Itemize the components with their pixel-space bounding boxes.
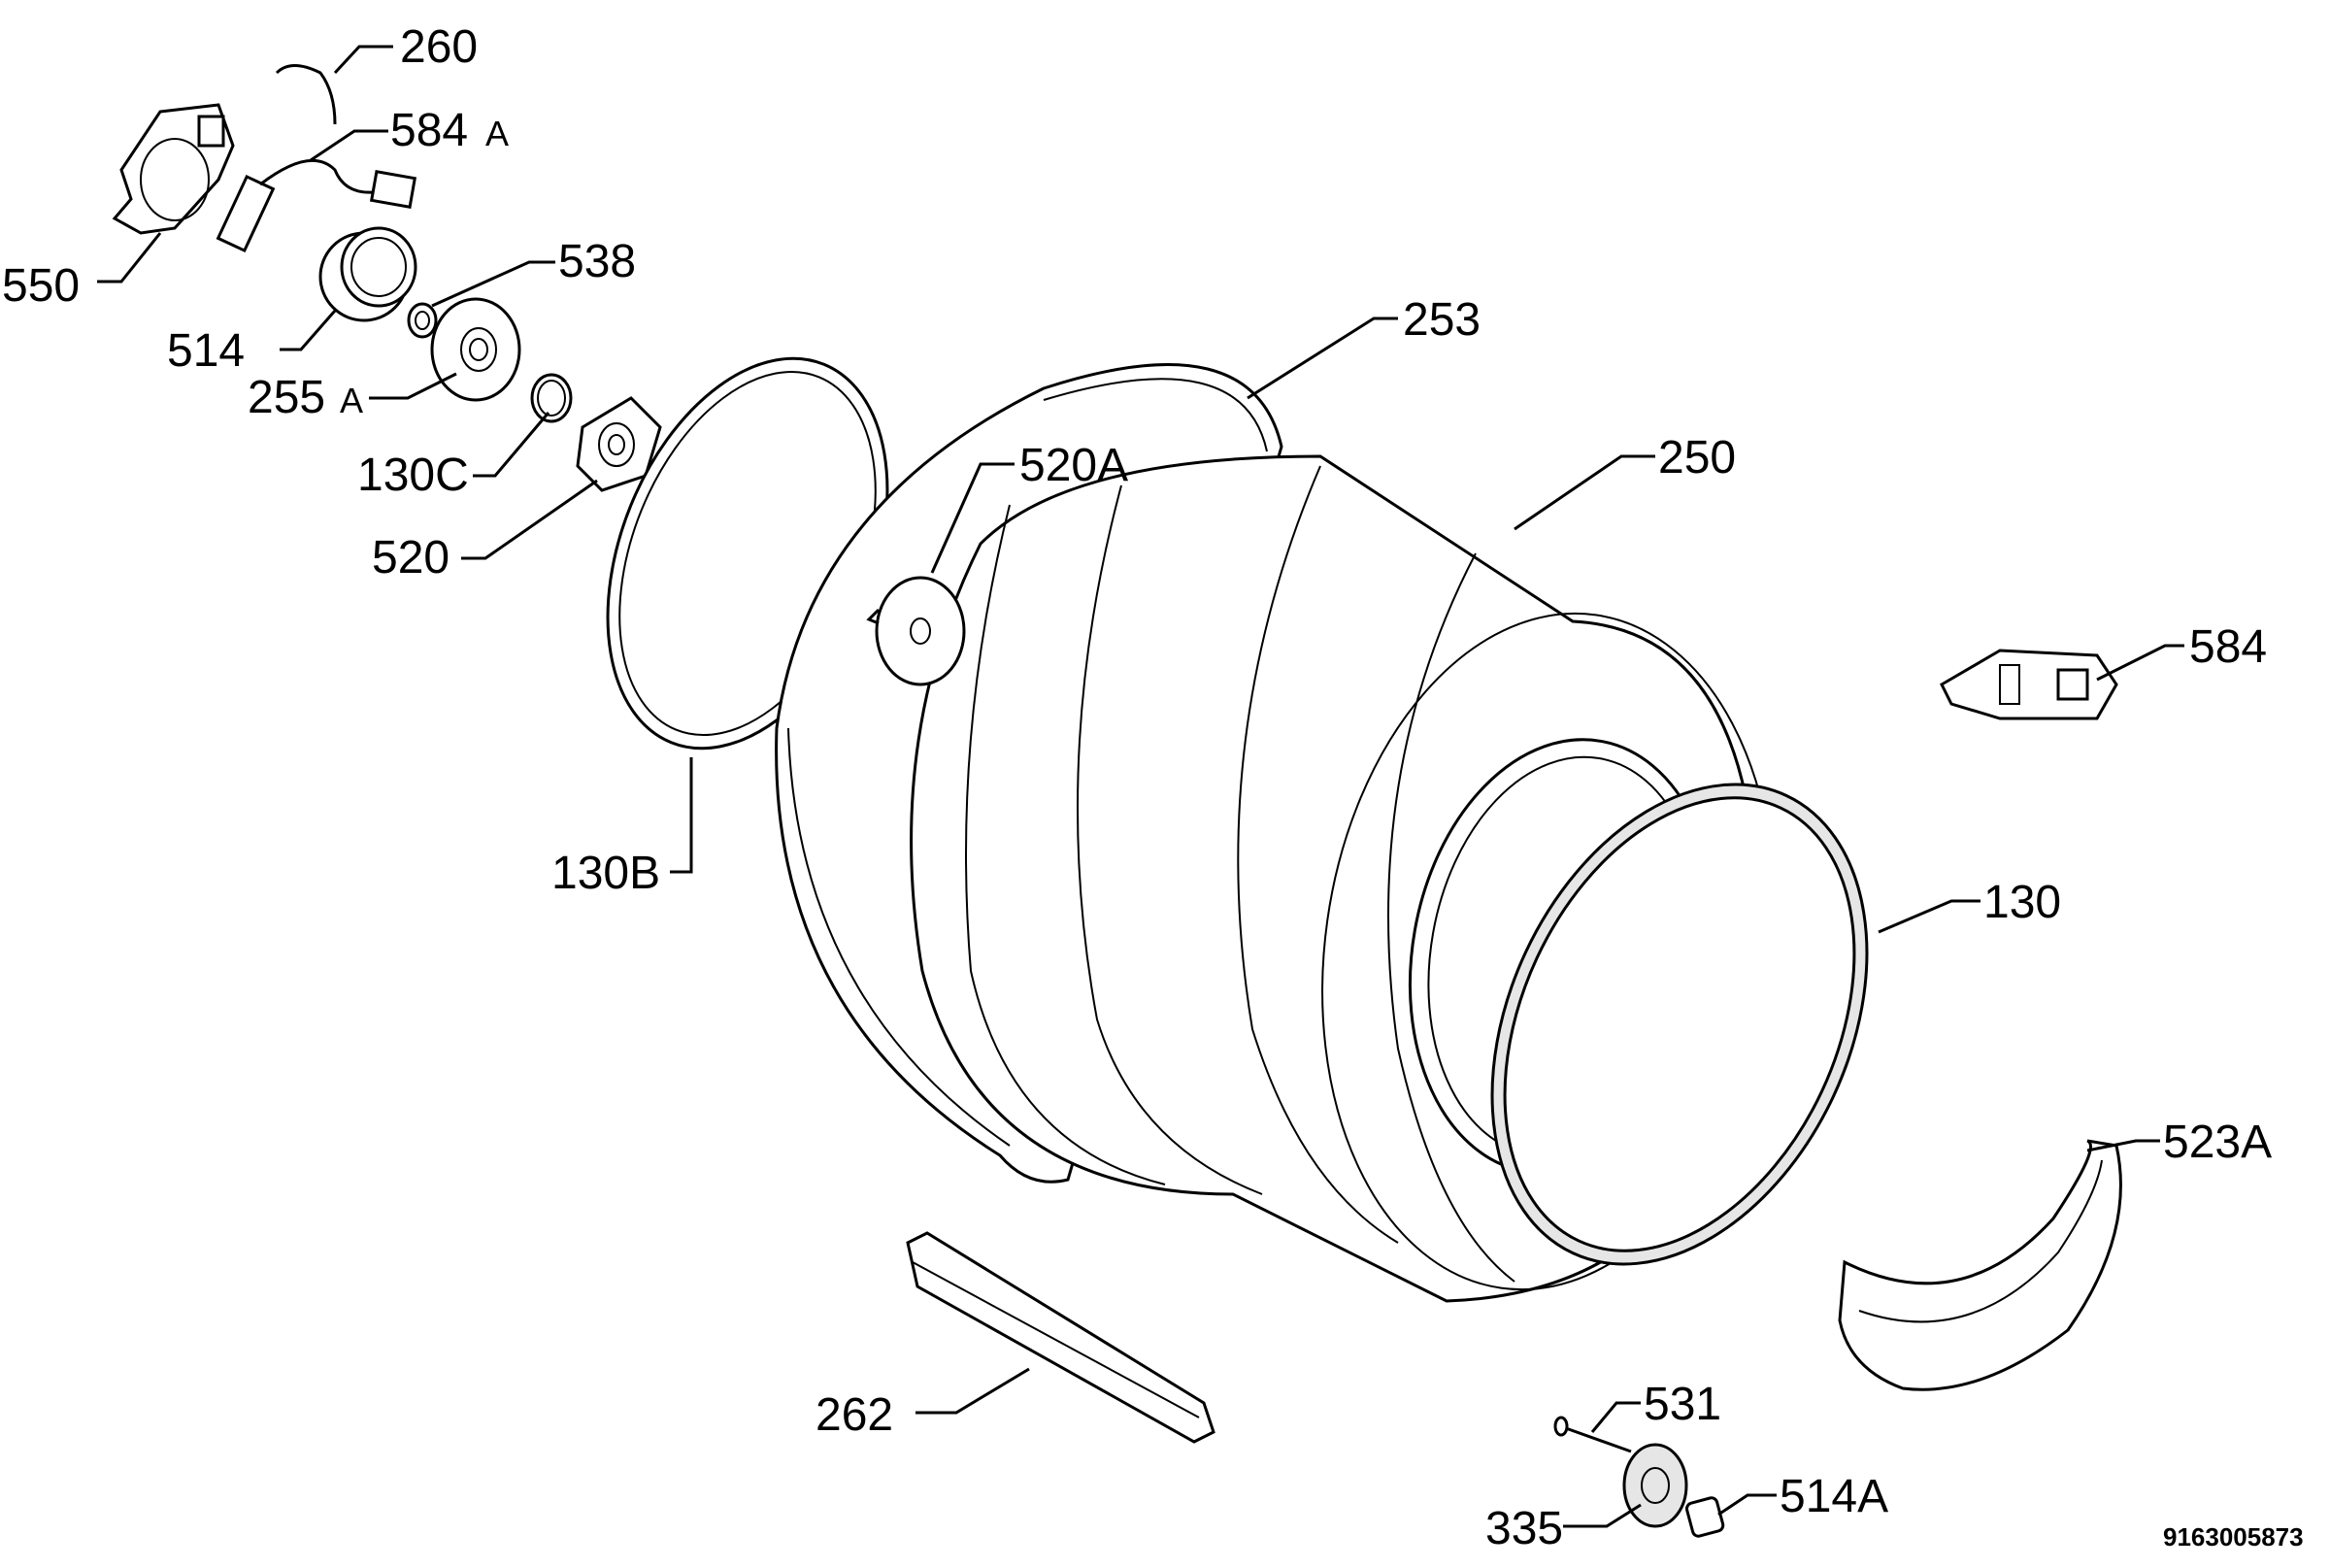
callout-labels: 260 584 A 550 538 514 255 A 130C 520 253… — [2, 21, 2304, 1554]
label-550: 550 — [2, 260, 80, 312]
label-260: 260 — [400, 21, 478, 73]
label-531: 531 — [1644, 1379, 1721, 1430]
part-514a-cap — [1684, 1496, 1725, 1538]
part-550-bearing-holder — [112, 103, 235, 235]
label-520: 520 — [372, 532, 449, 584]
part-130c-ring — [530, 373, 573, 423]
label-262: 262 — [816, 1389, 893, 1441]
part-255a-flange — [430, 297, 521, 402]
label-130: 130 — [1983, 877, 2061, 928]
label-584a-suffix: A — [485, 114, 509, 153]
leader-lines — [97, 45, 2184, 1528]
part-584a-sensor — [216, 158, 417, 253]
label-514: 514 — [167, 325, 245, 377]
part-520-plate — [576, 396, 662, 492]
part-514-ring — [318, 226, 417, 322]
part-520a-plate — [866, 576, 966, 686]
part-523a-panel — [1838, 1139, 2122, 1391]
part-531-pin — [1553, 1416, 1632, 1453]
label-584a: 584 — [390, 105, 468, 156]
label-538: 538 — [558, 236, 636, 287]
label-255a-suffix: A — [340, 381, 363, 420]
part-130-front-seal — [1490, 783, 1869, 1266]
label-520a: 520A — [1019, 440, 1128, 491]
label-523a: 523A — [2163, 1117, 2272, 1168]
label-130c: 130C — [357, 450, 469, 501]
part-538-washer — [407, 302, 438, 339]
part-584-bracket — [1940, 649, 2118, 720]
part-260-clip — [275, 64, 337, 125]
label-255a: 255 — [248, 372, 325, 423]
label-335: 335 — [1485, 1503, 1563, 1554]
label-584: 584 — [2189, 621, 2267, 673]
label-514a: 514A — [1780, 1471, 1888, 1522]
label-250: 250 — [1658, 432, 1736, 484]
drawing-code: 9163005873 — [2163, 1522, 2304, 1551]
part-262-bar — [906, 1231, 1215, 1444]
label-253: 253 — [1403, 294, 1481, 346]
label-130b: 130B — [551, 848, 660, 899]
part-335-roller — [1622, 1443, 1688, 1528]
